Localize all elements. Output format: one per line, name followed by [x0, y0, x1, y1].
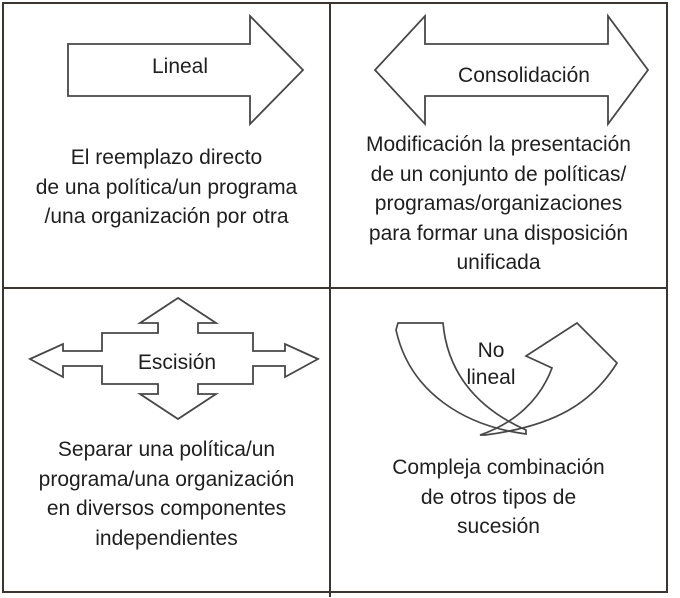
four-way-arrow-icon [27, 296, 321, 421]
description-escision: Separar una política/un programa/una org… [38, 438, 295, 550]
description-no-lineal: Compleja combinación de otros tipos de s… [392, 456, 605, 538]
label-escision: Escisión [137, 351, 217, 374]
right-block-arrow-icon [67, 13, 305, 127]
quadrant-lineal: Lineal El reemplazo directo de una polít… [4, 4, 329, 287]
quadrant-consolidacion: Consolidación Modificación la presentaci… [331, 4, 666, 287]
description-consolidacion: Modificación la presentación de un conju… [366, 133, 631, 274]
quadrant-no-lineal: No lineal Compleja combinación de otros … [331, 289, 666, 591]
label-no-lineal: No lineal [466, 339, 516, 389]
quadrant-escision: Escisión Separar una política/un program… [4, 289, 329, 591]
vertical-divider [329, 2, 331, 597]
curved-up-arrow-icon [395, 321, 619, 436]
left-right-block-arrow-icon [373, 13, 650, 127]
outer-border [2, 2, 668, 593]
horizontal-divider [2, 287, 668, 289]
description-lineal: El reemplazo directo de una política/un … [35, 146, 298, 228]
label-lineal: Lineal [151, 55, 209, 78]
label-consolidacion: Consolidación [458, 64, 590, 87]
